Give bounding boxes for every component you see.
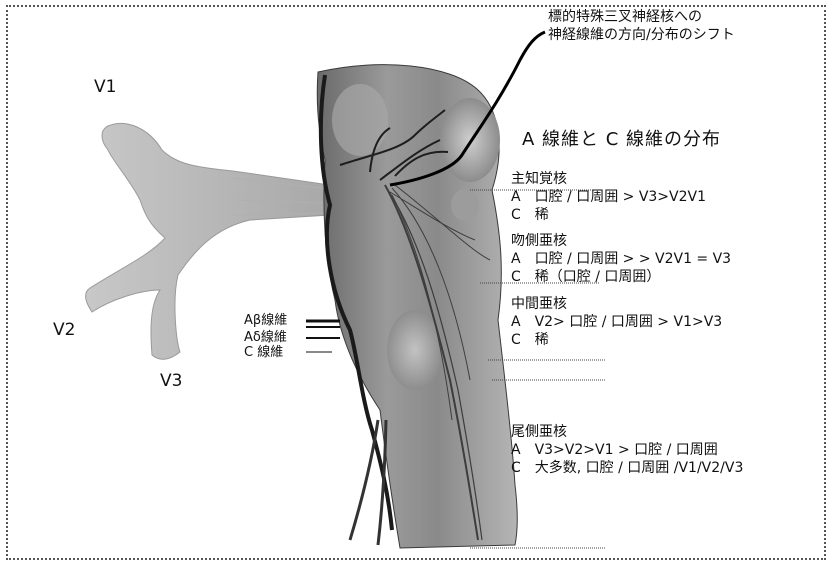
nucleus-caudalis-a: A V3>V2>V1 > 口腔 / 口周囲 [511,442,718,459]
nucleus-oralis-a: A 口腔 / 口周囲 > > V2V1 = V3 [511,251,731,268]
root-fibers [378,420,386,545]
root-fibers [350,420,378,540]
nucleus-interpolaris-a: A V2> 口腔 / 口周囲 > V1>V3 [511,314,722,331]
nucleus-principal-a: A 口腔 / 口周囲 > V3>V2V1 [511,189,706,206]
brainstem-body [317,65,517,548]
nucleus-caudalis-c: C 大多数, 口腔 / 口周囲 /V1/V2/V3 [511,460,743,477]
nucleus-caudalis-name: 尾側亜核 [511,424,567,441]
shift-note-line2: 神経線維の方向/分布のシフト [548,26,735,44]
shift-note-line1: 標的特殊三叉神経核への [548,8,702,26]
nucleus-interpolaris-c: C 稀 [511,332,549,349]
legend-a-delta: Aδ線維 [244,331,287,344]
legend-swatches [306,321,340,352]
nucleus-oralis-c: C 稀（口腔 / 口周囲） [511,269,660,286]
nucleus-oralis-name: 吻側亜核 [511,233,567,250]
branch-v3-label: V3 [160,372,182,391]
nucleus-principal-c: C 稀 [511,207,549,224]
diagram-title: A 線維と C 線維の分布 [522,130,721,149]
legend-a-beta: Aβ線維 [244,314,287,327]
nucleus-principal-name: 主知覚核 [511,171,567,188]
branch-v2-label: V2 [53,321,75,340]
nucleus-interpolaris-name: 中間亜核 [511,296,567,313]
legend-c: C 線維 [244,346,283,359]
branch-v1-label: V1 [94,78,116,97]
